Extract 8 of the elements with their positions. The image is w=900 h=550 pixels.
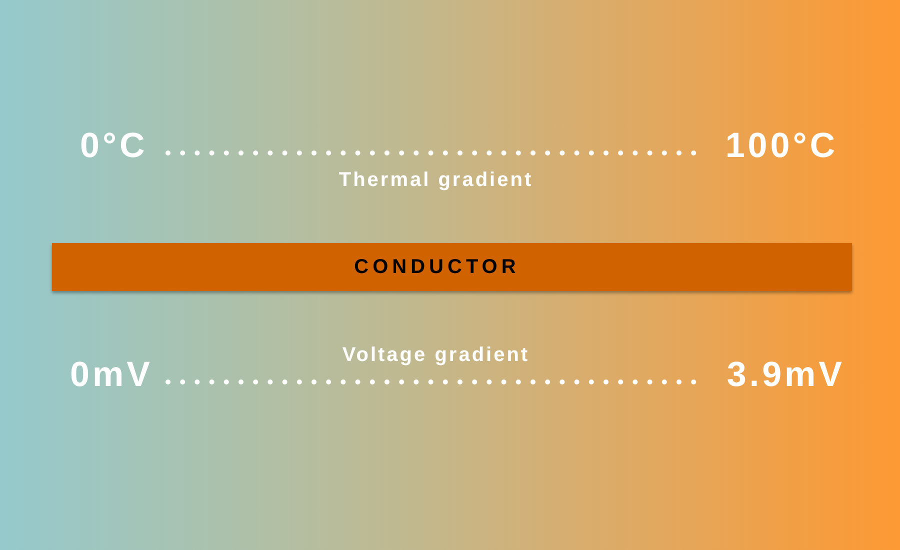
axis-caption: Voltage gradient (342, 345, 530, 365)
temperature-label: 0°C (80, 128, 148, 163)
bar-label: CONDUCTOR (354, 257, 520, 277)
axis-caption: Thermal gradient (338, 170, 534, 190)
conductor-bar (52, 243, 852, 291)
temperature-label: 100°C (725, 128, 838, 163)
voltage-label: 3.9mV (726, 357, 845, 392)
voltage-label: 0mV (70, 357, 153, 392)
